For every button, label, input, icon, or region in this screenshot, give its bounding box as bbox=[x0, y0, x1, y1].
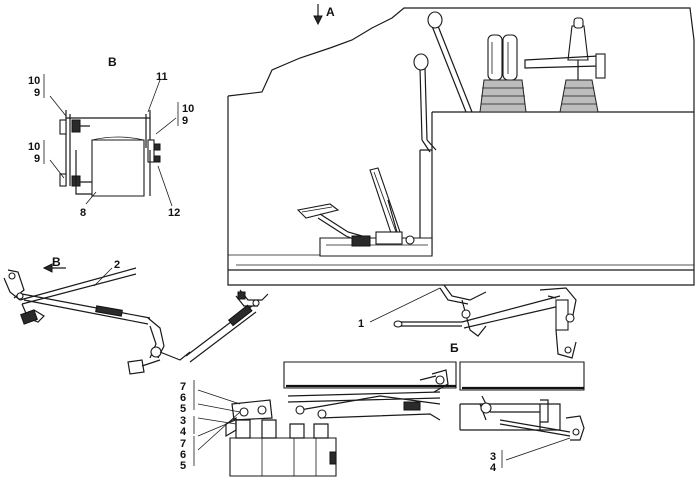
callout-12: 12 bbox=[168, 207, 180, 219]
callout-9-b: 9 bbox=[34, 153, 40, 165]
lever-knob-2 bbox=[413, 53, 429, 71]
detail-v bbox=[43, 74, 179, 207]
control-levers bbox=[413, 11, 606, 153]
view-arrow-v-label: В bbox=[52, 255, 61, 269]
callout-2: 2 bbox=[114, 259, 120, 271]
callout-7-a: 7 bbox=[180, 381, 186, 393]
linkage-1 bbox=[369, 284, 577, 359]
callout-7-b: 7 bbox=[180, 438, 186, 450]
linkage-2 bbox=[3, 267, 269, 375]
callout-5-a: 5 bbox=[180, 403, 186, 415]
rod-2b bbox=[19, 267, 137, 305]
cab-assembly bbox=[227, 7, 695, 286]
lever-knob-1 bbox=[427, 11, 443, 29]
cab-break-outline bbox=[227, 7, 695, 110]
bracket-8 bbox=[75, 150, 92, 195]
view-label-a: А bbox=[326, 5, 335, 19]
joystick-handle-right bbox=[502, 34, 518, 81]
callout-10-b: 10 bbox=[28, 141, 40, 153]
callout-6-b: 6 bbox=[180, 449, 186, 461]
callout-4-b: 4 bbox=[490, 462, 497, 474]
callout-5-b: 5 bbox=[180, 460, 186, 472]
joystick-handle-left bbox=[487, 34, 503, 81]
leader-1 bbox=[369, 287, 441, 323]
detail-b bbox=[197, 361, 585, 477]
callout-10-a: 10 bbox=[28, 75, 40, 87]
view-label-v: В bbox=[108, 55, 117, 69]
plate-b1 bbox=[283, 361, 457, 389]
joystick-handle-3 bbox=[567, 25, 589, 61]
rod-b-right bbox=[499, 419, 571, 437]
callout-3-a: 3 bbox=[180, 415, 186, 427]
callout-10-c: 10 bbox=[182, 103, 194, 115]
view-label-b: Б bbox=[450, 341, 459, 355]
callout-bars bbox=[193, 380, 503, 468]
view-arrow-v bbox=[42, 263, 66, 273]
pedals bbox=[296, 167, 415, 247]
plate-b2 bbox=[459, 361, 585, 391]
callout-11: 11 bbox=[156, 71, 168, 83]
callout-9-c: 9 bbox=[182, 115, 188, 127]
rod-1a bbox=[400, 321, 462, 327]
callout-4-a: 4 bbox=[180, 426, 187, 438]
valve-block bbox=[229, 437, 337, 477]
view-arrow-a bbox=[313, 4, 323, 26]
pedal-1 bbox=[296, 203, 340, 219]
cylinder-body bbox=[91, 139, 145, 197]
bracket-11 bbox=[65, 110, 151, 119]
leader-2 bbox=[93, 267, 113, 287]
callout-9-a: 9 bbox=[34, 87, 40, 99]
cab-body bbox=[227, 96, 695, 286]
callout-8: 8 bbox=[80, 207, 86, 219]
callout-6-a: 6 bbox=[180, 392, 186, 404]
rod-1b bbox=[461, 295, 561, 329]
callout-3-b: 3 bbox=[490, 451, 496, 463]
callout-1: 1 bbox=[358, 318, 364, 330]
